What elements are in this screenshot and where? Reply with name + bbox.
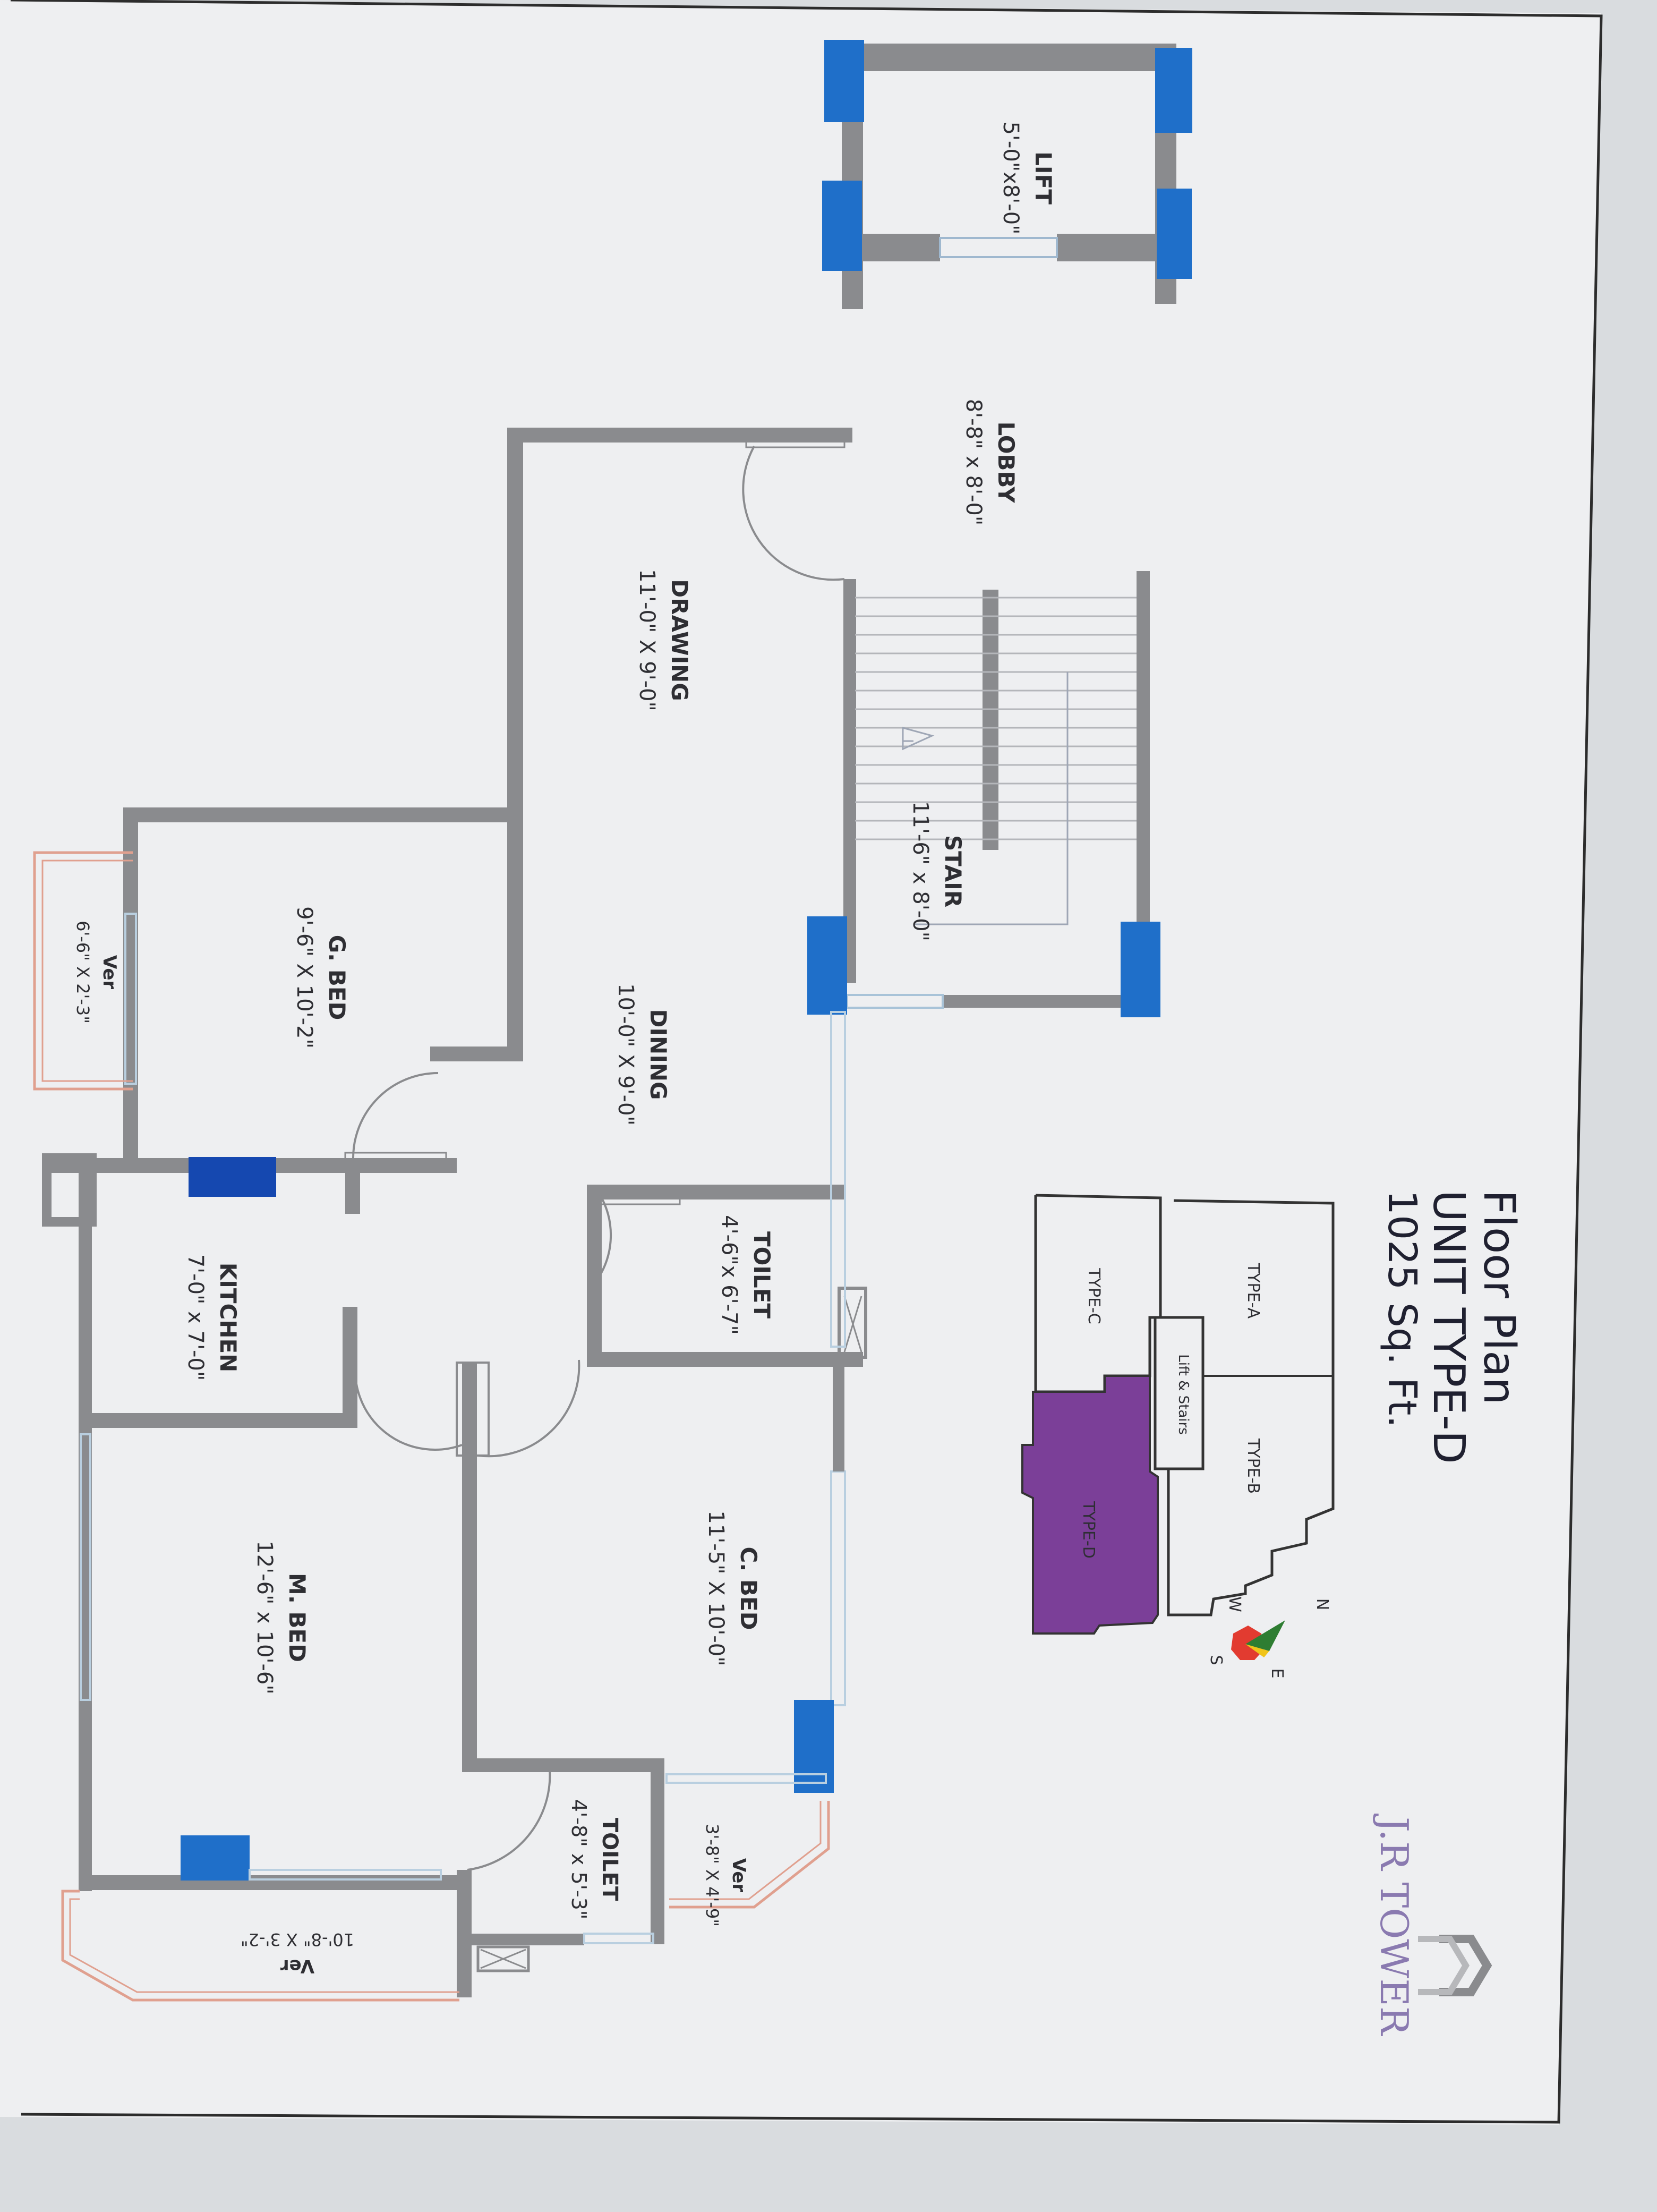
room-toilet-2: TOILET 4'-8" x 5'-3" bbox=[567, 1799, 622, 1920]
room-size: 7'-0" x 7'-0" bbox=[183, 1254, 208, 1381]
room-size: 10'-8" X 3'-2" bbox=[241, 1929, 354, 1950]
balcony-rail bbox=[61, 1890, 459, 2002]
room-verandah-guest: Ver 6'-6" X 2'-3" bbox=[73, 921, 120, 1024]
room-verandah-master: Ver 10'-8" X 3'-2" bbox=[241, 1929, 354, 1977]
room-name: M. BED bbox=[284, 1573, 310, 1662]
sheet-border bbox=[10, 0, 1603, 2124]
plan-drawing: LIFT 5'-0"x8'-0" LOBBY 8'-8" x 8'-0" DRA… bbox=[33, 40, 1192, 2002]
paper bbox=[0, 0, 1601, 2125]
compass-n: N bbox=[1313, 1598, 1331, 1610]
column bbox=[794, 1700, 834, 1793]
column bbox=[1155, 48, 1192, 133]
room-name: TOILET bbox=[597, 1818, 622, 1901]
compass-e: E bbox=[1268, 1669, 1286, 1679]
room-master-bedroom: M. BED 12'-6" x 10'-6" bbox=[252, 1541, 310, 1694]
room-name: G. BED bbox=[324, 935, 350, 1020]
room-name: LOBBY bbox=[993, 421, 1019, 503]
column bbox=[807, 916, 847, 1015]
room-size: 11'-6" x 8'-0" bbox=[908, 801, 933, 941]
type-d-highlight bbox=[1021, 1375, 1159, 1635]
room-name: Ver bbox=[99, 955, 120, 990]
column bbox=[824, 40, 864, 122]
unit-area: 1025 Sq. Ft. bbox=[1379, 1190, 1425, 1428]
room-child-bedroom: C. BED 11'-5" X 10'-0" bbox=[704, 1510, 762, 1666]
room-name: LIFT bbox=[1030, 151, 1056, 205]
compass-w: W bbox=[1225, 1596, 1244, 1612]
room-guest-bedroom: G. BED 9'-6" X 10'-2" bbox=[292, 906, 350, 1049]
room-size: 5'-0"x8'-0" bbox=[998, 121, 1023, 234]
room-lift: LIFT 5'-0"x8'-0" bbox=[998, 121, 1056, 234]
room-drawing: DRAWING 11'-0" X 9'-0" bbox=[635, 569, 693, 711]
room-size: 11'-5" X 10'-0" bbox=[704, 1510, 728, 1666]
room-name: TOILET bbox=[749, 1231, 775, 1318]
room-size: 4'-6"x 6'-7" bbox=[717, 1215, 741, 1335]
column bbox=[822, 181, 862, 271]
key-type-a: TYPE-A bbox=[1244, 1263, 1262, 1319]
room-name: STAIR bbox=[940, 835, 966, 907]
room-size: 11'-0" X 9'-0" bbox=[635, 569, 659, 711]
key-type-b: TYPE-B bbox=[1244, 1438, 1262, 1494]
room-name: DINING bbox=[645, 1009, 671, 1100]
key-type-d: TYPE-D bbox=[1079, 1501, 1098, 1559]
room-size: 12'-6" x 10'-6" bbox=[252, 1541, 277, 1694]
brand: J.R TOWER bbox=[1372, 1813, 1492, 2036]
key-type-c: TYPE-C bbox=[1084, 1267, 1103, 1324]
room-toilet-1: TOILET 4'-6"x 6'-7" bbox=[717, 1215, 775, 1335]
column bbox=[1157, 189, 1192, 279]
brand-name: J.R TOWER bbox=[1372, 1813, 1416, 2036]
key-lift-stairs: Lift & Stairs bbox=[1175, 1354, 1191, 1435]
lift-shaft bbox=[822, 40, 1192, 309]
room-stair: STAIR 11'-6" x 8'-0" bbox=[908, 801, 966, 941]
room-size: 9'-6" X 10'-2" bbox=[292, 906, 317, 1049]
room-name: DRAWING bbox=[667, 579, 693, 701]
column bbox=[189, 1157, 276, 1197]
room-size: 3'-8" X 4'-9" bbox=[702, 1824, 722, 1927]
compass-icon: N E S W bbox=[1207, 1596, 1331, 1678]
room-size: 8'-8" x 8'-0" bbox=[961, 399, 986, 526]
room-size: 10'-0" X 9'-0" bbox=[613, 983, 638, 1126]
lift-stairs-box bbox=[1154, 1316, 1205, 1470]
room-lobby: LOBBY 8'-8" x 8'-0" bbox=[961, 399, 1019, 526]
room-verandah-child: Ver 3'-8" X 4'-9" bbox=[702, 1824, 749, 1927]
balcony-rail bbox=[669, 1801, 830, 1909]
room-name: KITCHEN bbox=[215, 1263, 241, 1373]
brand-logo-icon bbox=[1418, 1935, 1492, 1996]
compass-s: S bbox=[1207, 1655, 1225, 1665]
room-name: Ver bbox=[728, 1858, 749, 1893]
room-dining: DINING 10'-0" X 9'-0" bbox=[613, 983, 671, 1126]
room-kitchen: KITCHEN 7'-0" x 7'-0" bbox=[183, 1254, 241, 1381]
unit-type: UNIT TYPE-D bbox=[1423, 1190, 1474, 1464]
page-title: Floor Plan bbox=[1474, 1190, 1524, 1405]
balcony-rail bbox=[33, 851, 133, 1091]
key-plan-outline-ab bbox=[1167, 1199, 1335, 1617]
room-name: C. BED bbox=[736, 1547, 762, 1630]
key-plan: TYPE-A TYPE-B TYPE-C TYPE-D Lift & Stair… bbox=[1021, 1194, 1335, 1635]
column bbox=[181, 1835, 250, 1881]
stair bbox=[807, 571, 1160, 1017]
room-size: 6'-6" X 2'-3" bbox=[73, 921, 93, 1024]
column bbox=[1121, 922, 1160, 1017]
title-block: Floor Plan UNIT TYPE-D 1025 Sq. Ft. bbox=[1379, 1190, 1524, 1464]
room-name: Ver bbox=[280, 1955, 315, 1977]
room-size: 4'-8" x 5'-3" bbox=[567, 1799, 591, 1920]
